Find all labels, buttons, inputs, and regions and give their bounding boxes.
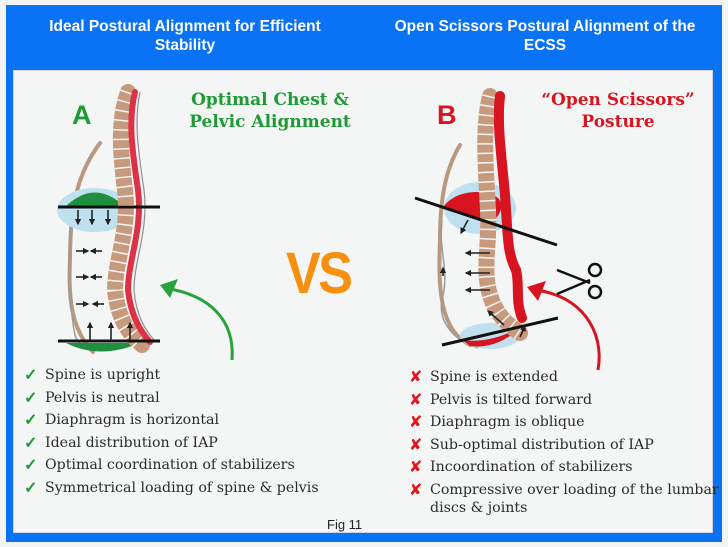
check-icon: ✓ <box>24 477 38 497</box>
list-item: ✓ Spine is upright <box>24 364 334 387</box>
list-item: ✘ Pelvis is tilted forward <box>409 389 719 412</box>
check-icon: ✓ <box>24 410 38 429</box>
list-item-text: Sub-optimal distribution of IAP <box>430 436 654 453</box>
list-item-text: Spine is extended <box>430 369 558 385</box>
list-item-text: Ideal distribution of IAP <box>45 434 218 451</box>
panel-b-subtitle-line2: Posture <box>581 112 655 132</box>
cross-icon: ✘ <box>409 389 423 409</box>
cross-icon: ✘ <box>409 412 423 431</box>
panel-a-subtitle: Optimal Chest & Pelvic Alignment <box>160 89 380 133</box>
list-item: ✘ Compressive over loading of the lumbar … <box>409 479 728 520</box>
cross-icon: ✘ <box>409 434 423 454</box>
pelvic-floor-b <box>462 325 524 347</box>
panel-a-subtitle-line2: Pelvic Alignment <box>189 112 351 132</box>
left-header: Ideal Postural Alignment for Efficient S… <box>49 18 321 54</box>
cross-icon: ✘ <box>409 367 423 386</box>
pelvic-line-b <box>441 316 559 347</box>
ideal-checklist: ✓ Spine is upright ✓ Pelvis is neutral ✓ Di… <box>24 364 334 499</box>
cross-icon: ✘ <box>409 457 423 476</box>
cross-icon: ✘ <box>409 479 423 499</box>
list-item: ✘ Incoordination of stabilizers <box>409 456 719 479</box>
panel-a-subtitle-line1: Optimal Chest & <box>191 90 349 110</box>
scissors-icon <box>556 262 603 300</box>
list-item-text: Optimal coordination of stabilizers <box>45 457 295 473</box>
right-header: Open Scissors Postural Alignment of the … <box>394 18 696 54</box>
diaphragm-a <box>65 192 125 207</box>
check-icon: ✓ <box>24 387 38 407</box>
figure-a-torso <box>57 84 234 361</box>
check-icon: ✓ <box>24 432 38 452</box>
list-item: ✘ Spine is extended <box>409 366 719 389</box>
panel-a-letter: A <box>72 100 92 130</box>
panel-b-subtitle-line1: “Open Scissors” <box>541 90 695 110</box>
list-item: ✘ Diaphragm is oblique <box>409 411 719 434</box>
list-item: ✓ Symmetrical loading of spine & pelvis <box>24 477 330 500</box>
diaphragm-line-b <box>414 196 558 247</box>
list-item-text: Diaphragm is oblique <box>430 414 585 430</box>
list-item-text: Incoordination of stabilizers <box>430 459 633 475</box>
figure-label: Fig 11 <box>327 517 363 532</box>
vs-label: VS <box>286 241 353 306</box>
list-item: ✘ Sub-optimal distribution of IAP <box>409 434 719 457</box>
list-item-text: Compressive over loading of the lumbar d… <box>430 481 719 516</box>
list-item: ✓ Diaphragm is horizontal <box>24 409 334 432</box>
list-item-text: Pelvis is neutral <box>45 389 160 406</box>
list-item-text: Spine is upright <box>45 367 161 383</box>
list-item: ✓ Pelvis is neutral <box>24 387 334 410</box>
list-item-text: Symmetrical loading of spine & pelvis <box>45 479 319 496</box>
list-item: ✓ Optimal coordination of stabilizers <box>24 454 334 477</box>
list-item-text: Diaphragm is horizontal <box>45 412 220 428</box>
check-icon: ✓ <box>24 365 38 384</box>
check-icon: ✓ <box>24 455 38 474</box>
open-scissors-list: ✘ Spine is extended ✘ Pelvis is tilted for… <box>409 366 719 519</box>
panel-b-subtitle: “Open Scissors” Posture <box>518 89 718 133</box>
list-item: ✓ Ideal distribution of IAP <box>24 432 334 455</box>
panel-b-letter: B <box>437 100 457 130</box>
pelvic-floor-a <box>66 343 140 352</box>
list-item-text: Pelvis is tilted forward <box>430 391 593 408</box>
figure-b-torso <box>414 88 603 371</box>
